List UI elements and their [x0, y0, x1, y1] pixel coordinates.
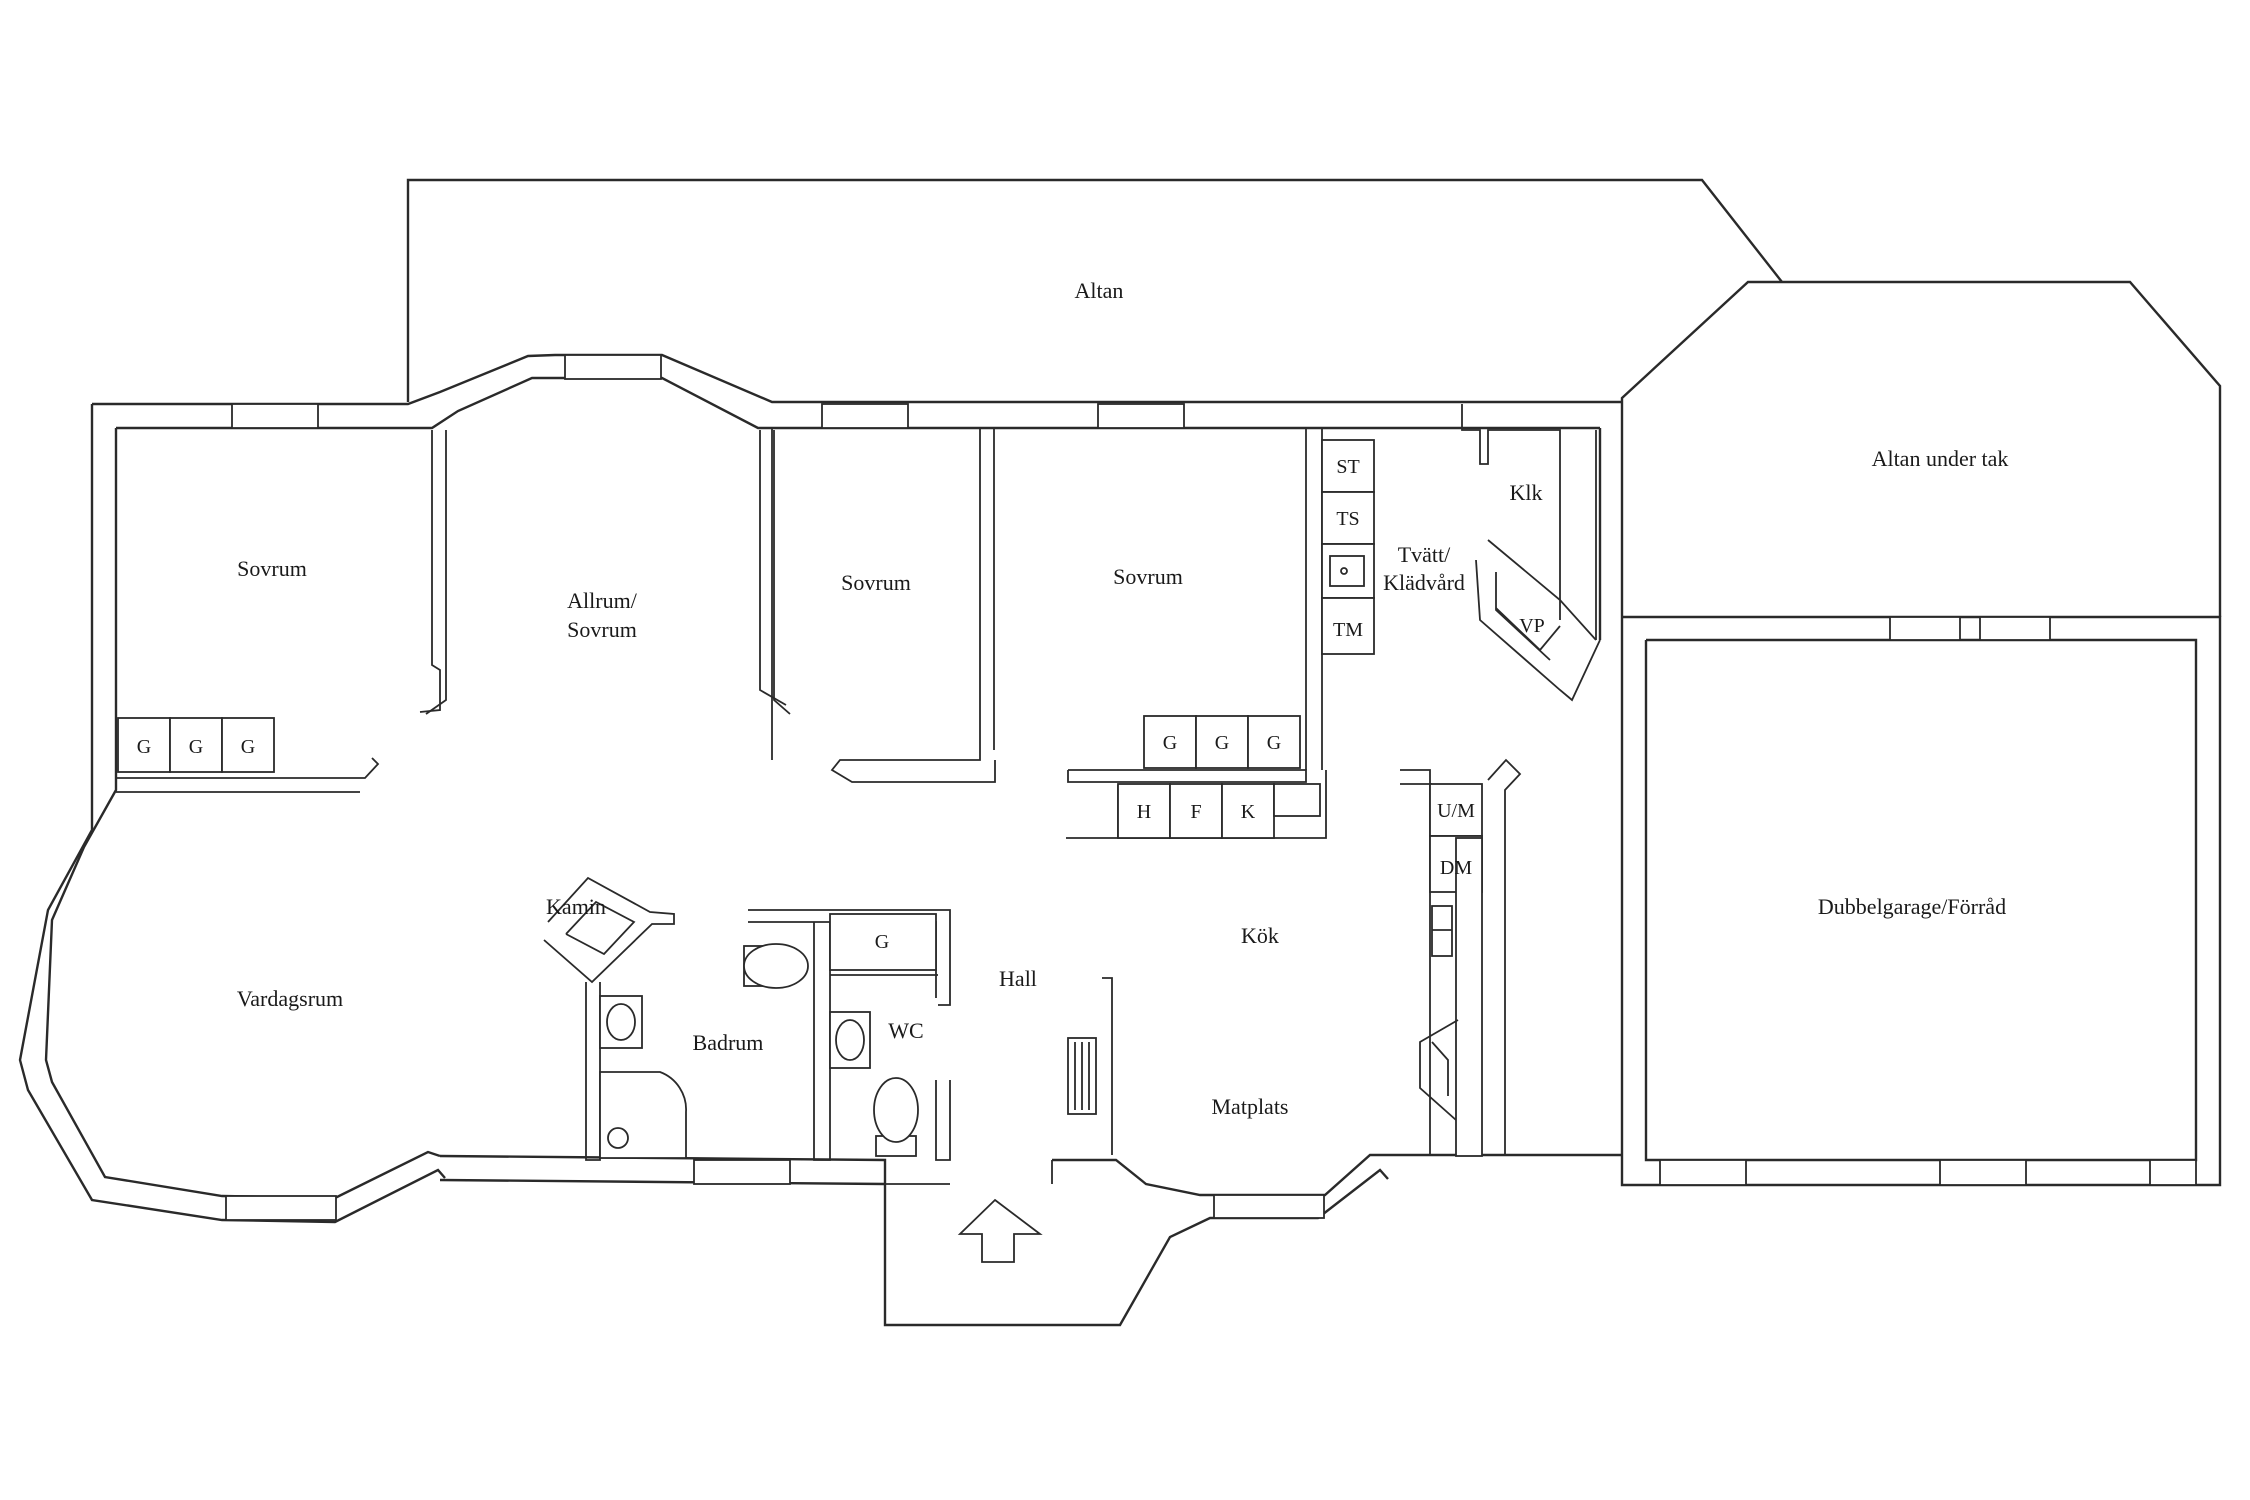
fixture-st-label: ST: [1336, 456, 1359, 478]
fixture-h-label: H: [1137, 801, 1151, 823]
fixture-um-label: U/M: [1437, 800, 1475, 822]
fixture-k-label: K: [1241, 801, 1256, 823]
fixture-vp-label: VP: [1519, 615, 1545, 637]
fixture-labels: G G G G G G H F K ST TS TM VP U/M DM G: [137, 456, 1545, 953]
altan-under-tak-label: Altan under tak: [1872, 446, 2009, 471]
fixture-g-label: G: [241, 736, 255, 758]
altan-label: Altan: [1075, 278, 1124, 303]
matplats-label: Matplats: [1212, 1094, 1289, 1119]
sovrum-1-label: Sovrum: [237, 556, 307, 581]
fixture-dm-label: DM: [1440, 857, 1472, 879]
fixture-tm-label: TM: [1333, 619, 1363, 641]
kok-label: Kök: [1241, 923, 1279, 948]
hall-label: Hall: [999, 966, 1037, 991]
allrum-label-line2: Sovrum: [567, 617, 637, 642]
sovrum-2-label: Sovrum: [841, 570, 911, 595]
altan-outline: [406, 178, 1783, 402]
windows: [225, 354, 2197, 1221]
fixture-ts-label: TS: [1336, 508, 1359, 530]
tvatt-label-line2: Klädvård: [1383, 570, 1465, 595]
entrance-arrow-icon: [957, 1198, 1043, 1263]
klk-label: Klk: [1510, 480, 1543, 505]
room-labels: Altan Altan under tak Sovrum Allrum/ Sov…: [237, 278, 2009, 1119]
fixture-g-label: G: [1267, 732, 1281, 754]
wc-label: WC: [888, 1018, 923, 1043]
fixtures: [117, 439, 1561, 1159]
fixture-g-label: G: [189, 736, 203, 758]
allrum-label-line1: Allrum/: [567, 588, 638, 613]
vardagsrum-label: Vardagsrum: [237, 986, 343, 1011]
fixture-g-label: G: [875, 931, 889, 953]
fixture-g-label: G: [137, 736, 151, 758]
tvatt-label-line1: Tvätt/: [1398, 542, 1451, 567]
fixture-g-label: G: [1215, 732, 1229, 754]
fixture-f-label: F: [1190, 801, 1201, 823]
fixture-g-label: G: [1163, 732, 1177, 754]
exterior-walls: [18, 353, 2222, 1327]
sovrum-3-label: Sovrum: [1113, 564, 1183, 589]
dubbelgarage-label: Dubbelgarage/Förråd: [1818, 894, 2006, 919]
altan-under-tak-outline: [1620, 280, 2222, 617]
kamin-label: Kamin: [546, 894, 606, 919]
badrum-label: Badrum: [693, 1030, 764, 1055]
